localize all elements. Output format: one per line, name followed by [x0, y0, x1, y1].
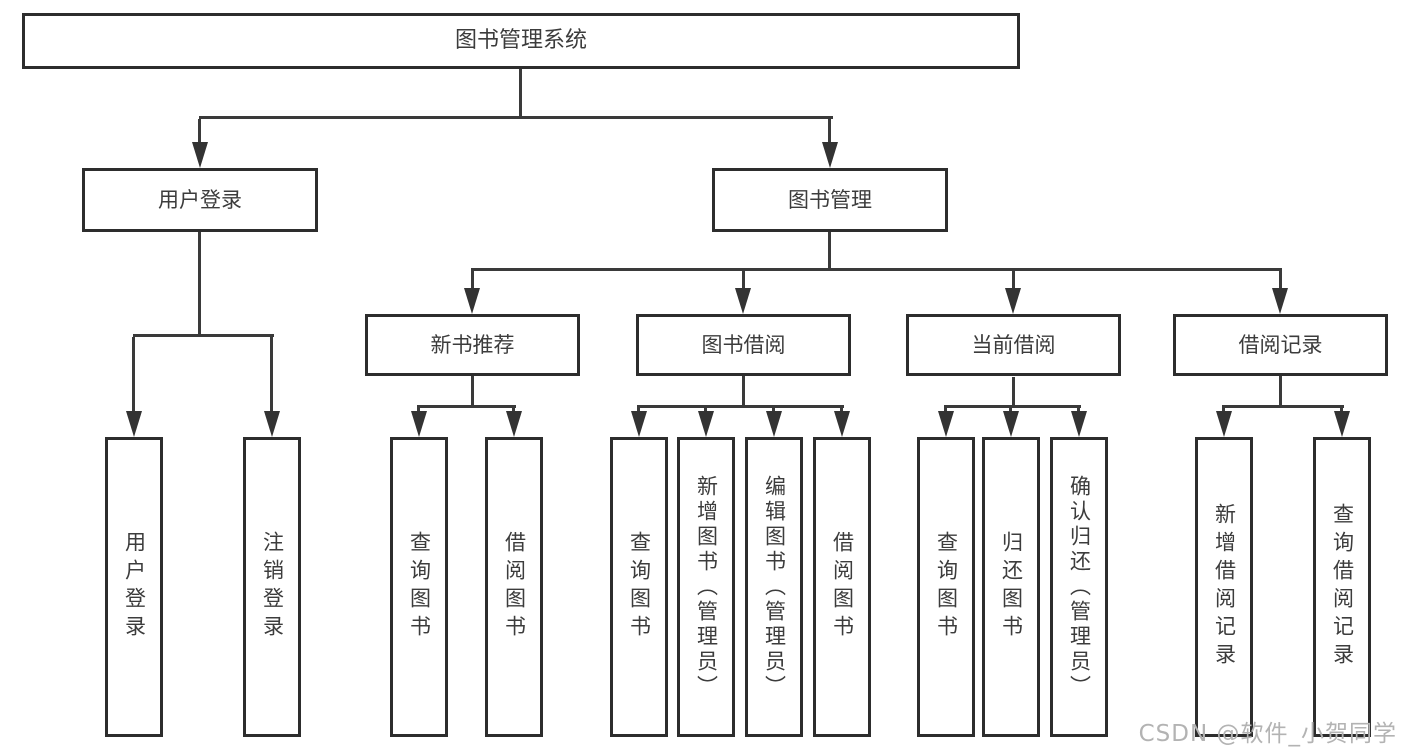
connector-line: [1279, 271, 1282, 290]
connector-line: [828, 232, 831, 270]
connector-line: [471, 376, 474, 407]
leaf-records-query-record-label: 查询借阅记录: [1330, 503, 1355, 671]
leaf-records-add-record: 新增借阅记录: [1195, 437, 1253, 737]
arrow-down-icon: [464, 288, 480, 314]
node-borrow-records-label: 借阅记录: [1238, 332, 1323, 357]
arrow-down-icon: [1334, 411, 1350, 437]
connector-line: [742, 271, 745, 290]
arrow-down-icon: [822, 142, 838, 168]
arrow-down-icon: [411, 411, 427, 437]
arrow-down-icon: [1005, 288, 1021, 314]
leaf-current-confirm-return-admin-label: 确认归还（管理员）: [1067, 474, 1092, 700]
leaf-logout-label: 注销登录: [260, 531, 285, 643]
leaf-borrow-borrow-books: 借阅图书: [813, 437, 871, 737]
node-new-book-recommend: 新书推荐: [365, 314, 580, 376]
leaf-rec-borrow-books-label: 借阅图书: [502, 531, 527, 643]
connector-line: [198, 232, 201, 336]
connector-line: [1222, 405, 1344, 408]
arrow-down-icon: [1071, 411, 1087, 437]
connector-line: [512, 405, 515, 413]
arrow-down-icon: [938, 411, 954, 437]
arrow-down-icon: [698, 411, 714, 437]
csdn-watermark: CSDN @软件_小贺同学: [1138, 721, 1397, 747]
leaf-borrow-borrow-books-label: 借阅图书: [830, 531, 855, 643]
leaf-user-login-label: 用户登录: [122, 531, 147, 643]
connector-line: [471, 271, 474, 290]
node-user-login-label: 用户登录: [158, 187, 242, 212]
leaf-current-return-books: 归还图书: [982, 437, 1040, 737]
connector-line: [471, 268, 1282, 271]
connector-line: [637, 405, 844, 408]
connector-line: [840, 405, 843, 413]
connector-line: [199, 116, 833, 119]
node-borrow-records: 借阅记录: [1173, 314, 1388, 376]
connector-line: [944, 405, 1081, 408]
node-user-login: 用户登录: [82, 168, 318, 232]
node-current-borrow-label: 当前借阅: [971, 332, 1056, 357]
connector-line: [1279, 376, 1282, 407]
node-root: 图书管理系统: [22, 13, 1020, 69]
connector-line: [1340, 405, 1343, 413]
connector-line: [704, 405, 707, 413]
node-book-management-label: 图书管理: [788, 187, 872, 212]
arrow-down-icon: [264, 411, 280, 437]
leaf-current-confirm-return-admin: 确认归还（管理员）: [1050, 437, 1108, 737]
node-root-label: 图书管理系统: [454, 28, 587, 53]
leaf-current-query-books: 查询图书: [917, 437, 975, 737]
connector-line: [1077, 405, 1080, 413]
arrow-down-icon: [766, 411, 782, 437]
arrow-down-icon: [1216, 411, 1232, 437]
connector-line: [742, 376, 745, 407]
connector-line: [270, 337, 273, 413]
node-book-management: 图书管理: [712, 168, 948, 232]
arrow-down-icon: [834, 411, 850, 437]
connector-line: [417, 405, 420, 413]
leaf-borrow-query-books: 查询图书: [610, 437, 668, 737]
node-book-borrow: 图书借阅: [636, 314, 851, 376]
leaf-borrow-add-books-admin-label: 新增图书（管理员）: [694, 474, 719, 700]
connector-line: [519, 69, 522, 119]
arrow-down-icon: [735, 288, 751, 314]
leaf-logout: 注销登录: [243, 437, 301, 737]
connector-line: [133, 334, 274, 337]
connector-line: [828, 119, 831, 144]
leaf-current-return-books-label: 归还图书: [999, 531, 1024, 643]
leaf-user-login: 用户登录: [105, 437, 163, 737]
connector-line: [1012, 271, 1015, 290]
leaf-borrow-query-books-label: 查询图书: [627, 531, 652, 643]
leaf-borrow-edit-books-admin-label: 编辑图书（管理员）: [762, 474, 787, 700]
arrow-down-icon: [192, 142, 208, 168]
arrow-down-icon: [631, 411, 647, 437]
connector-line: [198, 119, 201, 144]
leaf-rec-borrow-books: 借阅图书: [485, 437, 543, 737]
arrow-down-icon: [126, 411, 142, 437]
connector-line: [772, 405, 775, 413]
connector-line: [1009, 405, 1012, 413]
connector-line: [132, 337, 135, 413]
connector-line: [637, 405, 640, 413]
connector-line: [1012, 377, 1015, 407]
leaf-records-add-record-label: 新增借阅记录: [1212, 503, 1237, 671]
leaf-current-query-books-label: 查询图书: [934, 531, 959, 643]
arrow-down-icon: [1272, 288, 1288, 314]
leaf-borrow-add-books-admin: 新增图书（管理员）: [677, 437, 735, 737]
node-book-borrow-label: 图书借阅: [701, 332, 786, 357]
leaf-borrow-edit-books-admin: 编辑图书（管理员）: [745, 437, 803, 737]
arrow-down-icon: [1003, 411, 1019, 437]
connector-line: [1222, 405, 1225, 413]
connector-line: [944, 405, 947, 413]
leaf-records-query-record: 查询借阅记录: [1313, 437, 1371, 737]
node-new-book-recommend-label: 新书推荐: [430, 332, 515, 357]
leaf-rec-query-books: 查询图书: [390, 437, 448, 737]
connector-line: [417, 405, 516, 408]
arrow-down-icon: [506, 411, 522, 437]
node-current-borrow: 当前借阅: [906, 314, 1121, 376]
leaf-rec-query-books-label: 查询图书: [407, 531, 432, 643]
